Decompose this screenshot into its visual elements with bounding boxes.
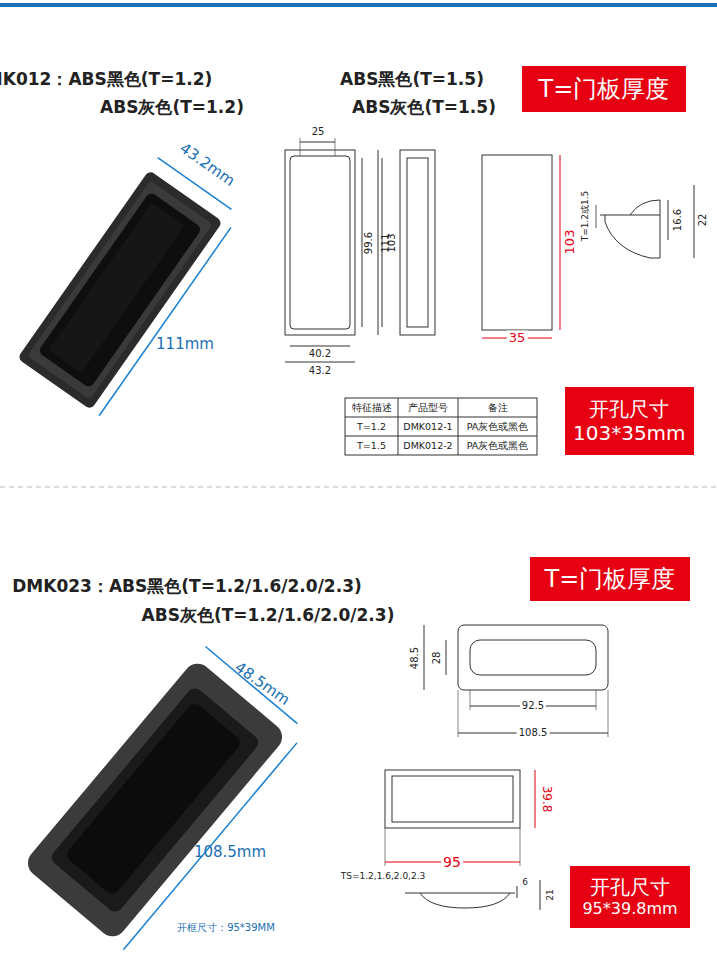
- red-label-box: 开孔尺寸95*39.8mm: [570, 866, 690, 928]
- thickness-note: TS=1.2,1.6,2.0,2.3: [341, 871, 426, 881]
- dimension-value: 103: [386, 233, 398, 252]
- model-title: DMK012：ABS黑色(T=1.2): [0, 70, 212, 90]
- table-cell: PA灰色或黑色: [467, 440, 529, 451]
- dimension-value: 108.5: [517, 727, 550, 739]
- frame-note: 开框尺寸：95*39MM: [177, 922, 275, 934]
- thickness-note: T=1.2或1.5: [580, 191, 590, 242]
- table-cell: DMK012-1: [403, 421, 452, 432]
- photo-dimension: 43.2mm: [176, 140, 237, 190]
- photo-dimension: 111mm: [156, 336, 214, 353]
- variant-text: ABS灰色(T=1.5): [352, 98, 496, 118]
- red-label-box: 开孔尺寸103*35mm: [565, 387, 694, 455]
- dimension-value: 28: [431, 652, 443, 665]
- box-heading: 开孔尺寸: [589, 397, 669, 421]
- red-label-box: T=门板厚度: [522, 66, 686, 112]
- dimension-value: 92.5: [520, 700, 546, 712]
- table-cell: 特征描述: [352, 402, 392, 413]
- dimension-value: 21: [545, 889, 555, 900]
- box-heading: 开孔尺寸: [590, 875, 670, 899]
- table-cell: DMK012-2: [403, 440, 452, 451]
- variant-text: ABS灰色(T=1.2/1.6/2.0/2.3): [142, 606, 395, 626]
- box-heading: T=门板厚度: [539, 75, 670, 104]
- cutout-dimension: 39.8: [539, 786, 553, 813]
- table-cell: 产品型号: [408, 402, 448, 413]
- dimension-value: 25: [312, 126, 325, 138]
- dimension-value: 6: [522, 877, 528, 887]
- cutout-dimension: 35: [507, 331, 528, 346]
- table-cell: PA灰色或黑色: [467, 421, 529, 432]
- table-cell: T=1.2: [357, 421, 386, 432]
- box-heading: T=门板厚度: [545, 565, 676, 594]
- dimension-value: 40.2: [309, 348, 331, 360]
- dimension-value: 22: [697, 214, 709, 227]
- model-title: DMK023：ABS黑色(T=1.2/1.6/2.0/2.3): [12, 577, 362, 597]
- table-cell: T=1.5: [357, 440, 386, 451]
- cutout-dimension: 95: [441, 854, 463, 870]
- variant-text: ABS黑色(T=1.5): [340, 70, 484, 90]
- dimension-value: 48.5: [409, 647, 421, 669]
- dimension-value: 43.2: [309, 365, 331, 377]
- photo-dimension: 108.5mm: [194, 844, 266, 861]
- variant-text: ABS灰色(T=1.2): [100, 98, 244, 118]
- box-value: 95*39.8mm: [582, 899, 677, 918]
- box-value: 103*35mm: [573, 421, 686, 445]
- dimension-value: 16.6: [672, 209, 684, 231]
- table-cell: 备注: [488, 402, 508, 413]
- red-label-box: T=门板厚度: [530, 557, 690, 601]
- cutout-dimension: 103: [563, 230, 578, 255]
- dimension-value: 99.6: [363, 232, 375, 254]
